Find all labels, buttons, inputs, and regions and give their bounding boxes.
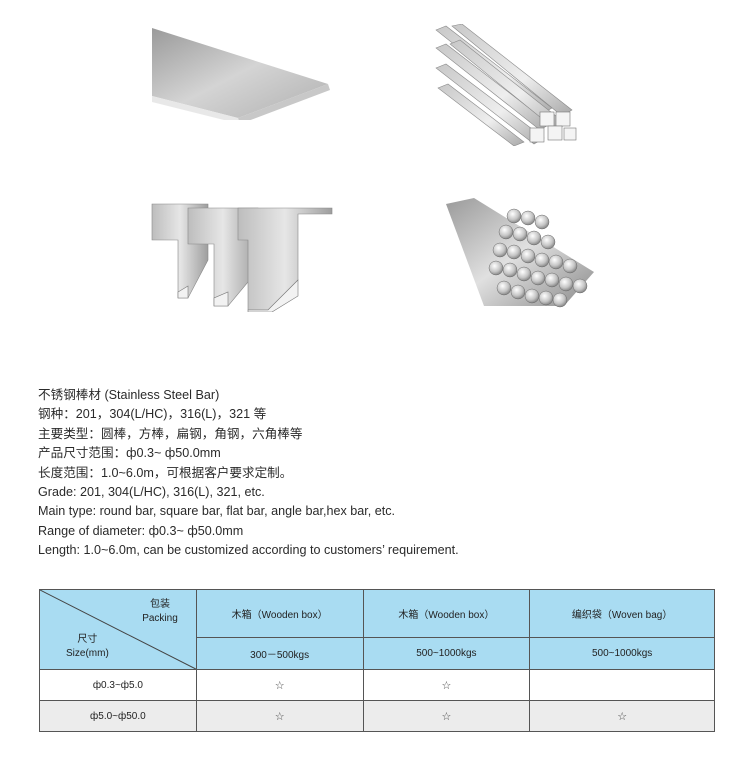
- round-bar-image: [446, 198, 594, 308]
- star-mark: ☆: [195, 669, 364, 701]
- weight-cell: 300－500kgs: [195, 637, 364, 670]
- weight-cell: 500~1000kgs: [362, 637, 531, 670]
- star-mark: ☆: [529, 700, 715, 732]
- table-row: ф5.0~ф50.0 ☆ ☆ ☆: [39, 700, 715, 732]
- star-mark: ☆: [362, 700, 531, 732]
- star-mark: ☆: [362, 669, 531, 701]
- spec-length-en: Length: 1.0~6.0m, can be customized acco…: [38, 543, 459, 558]
- spec-type-cn: 主要类型：圆棒，方棒，扁钢，角钢，六角棒等: [38, 426, 303, 441]
- weight-cell: 500~1000kgs: [529, 637, 715, 670]
- corner-packing-label: 包装 Packing: [142, 598, 178, 626]
- packing-table: 包装 Packing 尺寸 Size(mm) 木箱（Wooden box） 木箱…: [39, 589, 715, 732]
- size-cell: ф5.0~ф50.0: [39, 700, 197, 732]
- header-wooden-box-1: 木箱（Wooden box）: [195, 589, 364, 638]
- spec-list: 不锈钢棒材 (Stainless Steel Bar) 钢种：201，304(L…: [38, 386, 459, 561]
- corner-size-cn: 尺寸: [77, 634, 98, 645]
- spec-diameter-en: Range of diameter: ф0.3~ ф50.0mm: [38, 523, 244, 538]
- flat-bar-image: [152, 28, 330, 120]
- spec-type-en: Main type: round bar, square bar, flat b…: [38, 504, 396, 519]
- table-row: ф0.3~ф5.0 ☆ ☆: [39, 669, 715, 701]
- header-woven-bag: 编织袋（Woven bag）: [529, 589, 715, 638]
- corner-packing-en: Packing: [142, 613, 178, 624]
- diagonal-line: [40, 590, 196, 669]
- size-cell: ф0.3~ф5.0: [39, 669, 197, 701]
- spec-grade-cn: 钢种：201，304(L/HC)，316(L)，321 等: [38, 407, 267, 422]
- corner-header-cell: 包装 Packing 尺寸 Size(mm): [39, 589, 197, 670]
- corner-size-en: Size(mm): [66, 648, 109, 659]
- spec-grade-en: Grade: 201, 304(L/HC), 316(L), 321, etc.: [38, 484, 265, 499]
- spec-title: 不锈钢棒材 (Stainless Steel Bar): [38, 388, 220, 402]
- spec-length-cn: 长度范围：1.0~6.0m，可根据客户要求定制。: [38, 465, 293, 480]
- star-mark: ☆: [195, 700, 364, 732]
- header-wooden-box-2: 木箱（Wooden box）: [362, 589, 531, 638]
- table-weight-row: 300－500kgs 500~1000kgs 500~1000kgs: [40, 637, 715, 670]
- spec-size-cn: 产品尺寸范围：ф0.3~ ф50.0mm: [38, 446, 221, 461]
- square-bar-image: [435, 24, 577, 146]
- corner-packing-cn: 包装: [149, 599, 170, 610]
- corner-size-label: 尺寸 Size(mm): [66, 633, 109, 661]
- angle-bar-image: [151, 203, 333, 312]
- table-header-row: 包装 Packing 尺寸 Size(mm) 木箱（Wooden box） 木箱…: [39, 589, 715, 670]
- empty-cell: [529, 669, 715, 701]
